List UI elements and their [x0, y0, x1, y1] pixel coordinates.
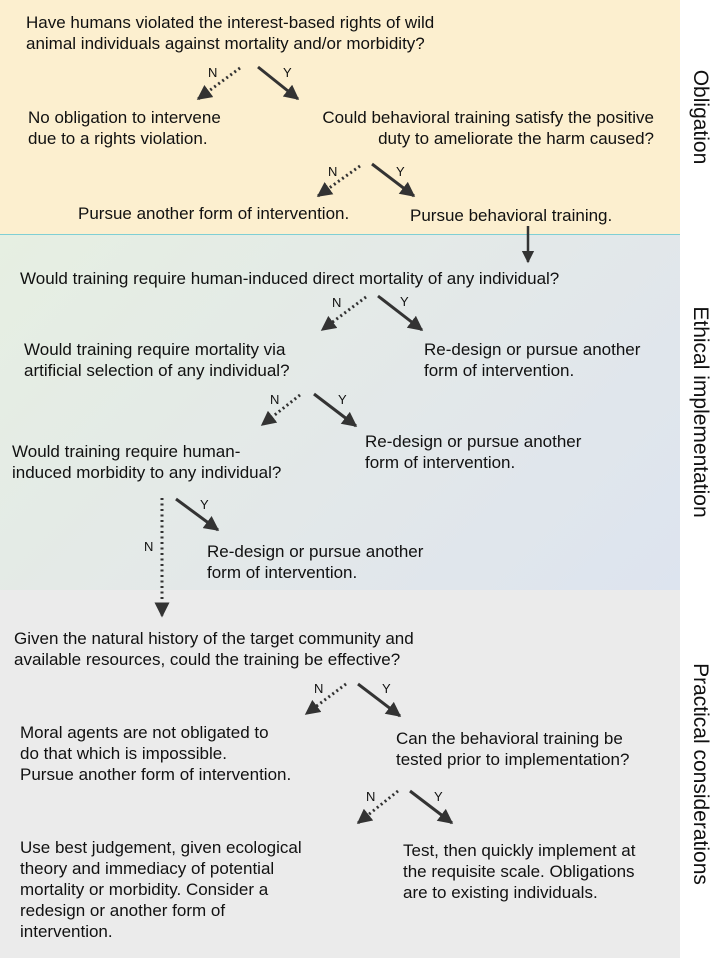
outcome-pursue-training: Pursue behavioral training. — [410, 206, 613, 225]
outcome-redesign-1: Re-design or pursue another form of inte… — [424, 340, 641, 380]
practical-section — [0, 590, 680, 958]
branch-q6-no: N — [304, 681, 347, 716]
outcome-redesign-2: Re-design or pursue another form of inte… — [365, 432, 582, 472]
branch-label-yes: Y — [400, 294, 409, 309]
branch-label-yes: Y — [396, 164, 405, 179]
branch-label-yes: Y — [338, 392, 347, 407]
branch-q3-no: N — [320, 295, 367, 332]
branch-q1-yes: Y — [257, 65, 300, 101]
branch-q6-yes: Y — [357, 681, 402, 718]
branch-q5-no: N — [144, 498, 170, 618]
outcome-test-implement: Test, then quickly implement at the requ… — [403, 841, 636, 902]
branch-label-no: N — [314, 681, 323, 696]
branch-label-no: N — [366, 789, 375, 804]
question-effectiveness: Given the natural history of the target … — [14, 629, 414, 669]
branch-label-yes: Y — [434, 789, 443, 804]
question-morbidity: Would training require human- induced mo… — [12, 442, 282, 482]
question-direct-mortality: Would training require human-induced dir… — [20, 269, 560, 288]
branch-q1-no: N — [196, 65, 241, 101]
branch-q2-no: N — [316, 164, 361, 198]
branch-label-no: N — [144, 539, 153, 554]
branch-label-yes: Y — [382, 681, 391, 696]
branch-label-no: N — [208, 65, 217, 80]
outcome-best-judgement: Use best judgement, given ecological the… — [20, 838, 302, 941]
branch-q7-no: N — [356, 789, 399, 825]
question-rights-violation: Have humans violated the interest-based … — [26, 13, 435, 53]
outcome-pursue-another: Pursue another form of intervention. — [78, 204, 350, 223]
question-training-satisfy-duty: Could behavioral training satisfy the po… — [322, 108, 654, 148]
question-artificial-selection: Would training require mortality via art… — [24, 340, 290, 380]
branch-q4-no: N — [260, 392, 301, 427]
branch-label-yes: Y — [283, 65, 292, 80]
branch-label-yes: Y — [200, 497, 209, 512]
obligation-section — [0, 0, 680, 234]
branch-label-no: N — [332, 295, 341, 310]
outcome-no-obligation: No obligation to intervene due to a righ… — [28, 108, 221, 148]
branch-q3-yes: Y — [377, 294, 424, 332]
question-testable: Can the behavioral training be tested pr… — [396, 729, 630, 769]
branch-q5-yes: Y — [175, 497, 220, 532]
outcome-redesign-3: Re-design or pursue another form of inte… — [207, 542, 424, 582]
branch-label-no: N — [270, 392, 279, 407]
branch-q2-yes: Y — [371, 162, 416, 198]
outcome-not-obligated: Moral agents are not obligated to do tha… — [20, 723, 292, 784]
section-divider — [0, 234, 680, 235]
branch-q7-yes: Y — [409, 789, 454, 825]
branch-q4-yes: Y — [313, 392, 358, 428]
branch-label-no: N — [328, 164, 337, 179]
